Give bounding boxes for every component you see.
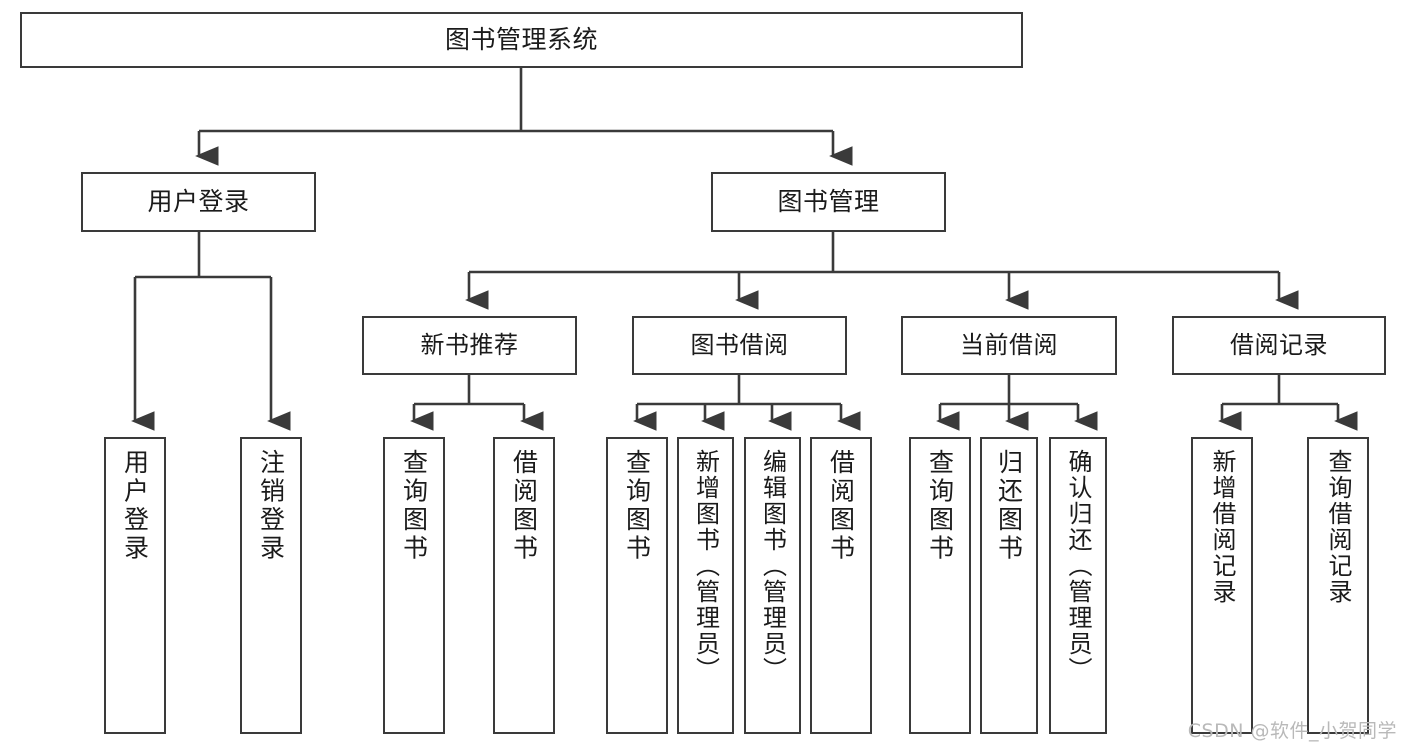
leaf-query-borrow-record[interactable]: 查询借阅记录 xyxy=(1307,437,1369,734)
node-label: 查询图书 xyxy=(622,449,652,563)
node-book-borrow[interactable]: 图书借阅 xyxy=(632,316,847,375)
node-label: 图书管理系统 xyxy=(444,24,598,54)
node-user-login[interactable]: 用户登录 xyxy=(81,172,316,232)
node-label: 当前借阅 xyxy=(960,330,1058,359)
node-label: 借阅图书 xyxy=(826,449,856,563)
node-label: 确认归还（管理员） xyxy=(1064,449,1092,683)
leaf-user-logout[interactable]: 注销登录 xyxy=(240,437,302,734)
leaf-confirm-return-admin[interactable]: 确认归还（管理员） xyxy=(1049,437,1107,734)
node-label: 图书借阅 xyxy=(690,330,789,359)
node-book-management[interactable]: 图书管理 xyxy=(711,172,946,232)
node-label: 注销登录 xyxy=(256,449,286,563)
node-label: 新增借阅记录 xyxy=(1208,449,1236,605)
node-label: 查询借阅记录 xyxy=(1324,449,1352,605)
leaf-return-book[interactable]: 归还图书 xyxy=(980,437,1038,734)
node-root-system[interactable]: 图书管理系统 xyxy=(20,12,1023,68)
node-label: 借阅图书 xyxy=(509,449,539,563)
csdn-watermark: CSDN @软件_小贺同学 xyxy=(1187,720,1397,742)
leaf-edit-book-admin[interactable]: 编辑图书（管理员） xyxy=(744,437,801,734)
leaf-query-book-recommend[interactable]: 查询图书 xyxy=(383,437,445,734)
leaf-add-book-admin[interactable]: 新增图书（管理员） xyxy=(677,437,734,734)
node-label: 新增图书（管理员） xyxy=(691,449,720,683)
node-label: 新书推荐 xyxy=(420,330,519,359)
node-label: 用户登录 xyxy=(120,449,150,563)
node-label: 借阅记录 xyxy=(1230,330,1328,359)
node-borrow-record[interactable]: 借阅记录 xyxy=(1172,316,1386,375)
leaf-query-book-borrow[interactable]: 查询图书 xyxy=(606,437,668,734)
leaf-user-login[interactable]: 用户登录 xyxy=(104,437,166,734)
node-label: 编辑图书（管理员） xyxy=(758,449,787,683)
node-label: 图书管理 xyxy=(777,186,880,216)
leaf-add-borrow-record[interactable]: 新增借阅记录 xyxy=(1191,437,1253,734)
leaf-borrow-book-recommend[interactable]: 借阅图书 xyxy=(493,437,555,734)
node-label: 用户登录 xyxy=(147,186,250,216)
node-label: 查询图书 xyxy=(925,449,955,563)
leaf-borrow-book[interactable]: 借阅图书 xyxy=(810,437,872,734)
node-label: 归还图书 xyxy=(994,449,1024,563)
node-current-borrow[interactable]: 当前借阅 xyxy=(901,316,1117,375)
node-new-book-recommend[interactable]: 新书推荐 xyxy=(362,316,577,375)
node-label: 查询图书 xyxy=(399,449,429,563)
leaf-query-book-current[interactable]: 查询图书 xyxy=(909,437,971,734)
